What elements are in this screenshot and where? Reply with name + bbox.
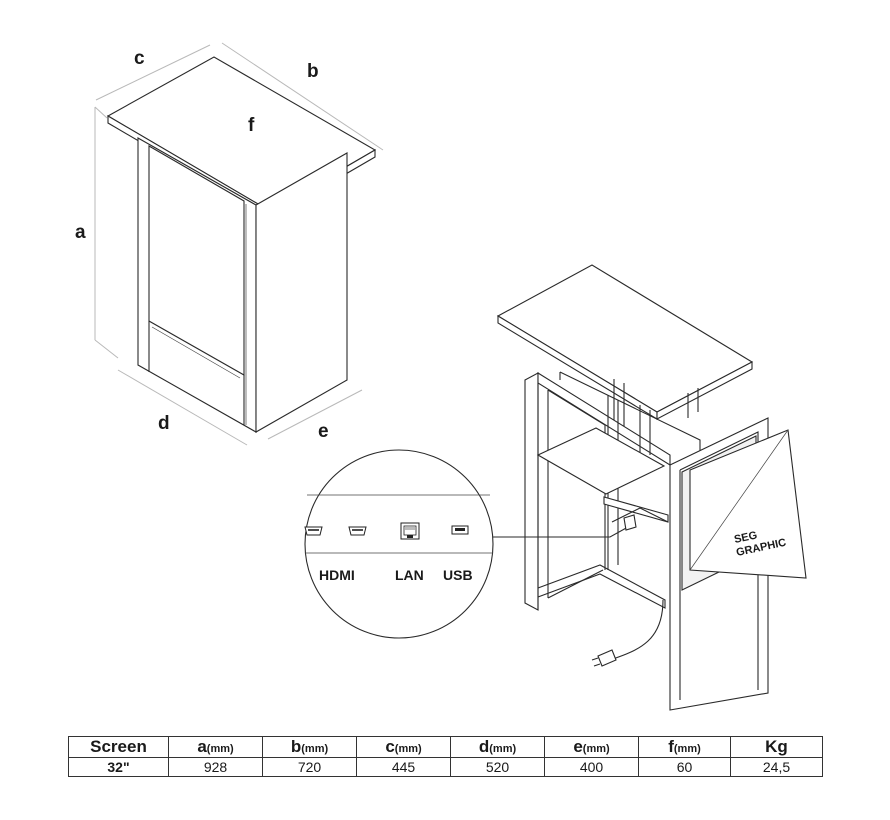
hdmi-port-icon [304,526,323,536]
spec-header-cell: a(mm) [168,736,263,758]
spec-header-unit: (mm) [206,743,234,755]
spec-header-letter: a [197,737,207,756]
spec-header-letter: c [385,737,395,756]
spec-header-unit: (mm) [489,743,517,755]
spec-header-unit: (mm) [301,743,329,755]
spec-table-value-row: 32" 928 720 445 520 400 60 24,5 [68,757,823,777]
spec-value-e: 400 [544,757,639,777]
spec-value-d: 520 [450,757,545,777]
spec-header-letter: Kg [765,737,788,756]
dim-label-a: a [75,222,86,243]
spec-table: Screen a(mm) b(mm) c(mm) d(mm) e(mm) f(m… [68,736,823,777]
spec-header-letter: e [573,737,583,756]
spec-table-header-row: Screen a(mm) b(mm) c(mm) d(mm) e(mm) f(m… [68,736,823,758]
spec-value-c: 445 [356,757,451,777]
spec-header-cell: c(mm) [356,736,451,758]
spec-header-letter: d [478,737,490,756]
dim-label-d: d [158,413,170,434]
spec-header-cell: b(mm) [262,736,357,758]
dim-label-e: e [318,421,329,442]
spec-header-unit: (mm) [582,743,610,755]
spec-value-kg: 24,5 [730,757,823,777]
spec-value-f: 60 [638,757,731,777]
hdmi-port-icon [348,526,367,536]
spec-header-letter: Screen [90,737,147,756]
spec-header-cell: e(mm) [544,736,639,758]
port-label-lan: LAN [395,567,424,583]
lan-port-icon [400,522,420,540]
spec-header-unit: (mm) [673,743,701,755]
port-label-hdmi: HDMI [319,567,355,583]
connector-detail-callout: HDMI LAN USB [304,449,494,639]
spec-header-cell: f(mm) [638,736,731,758]
dim-label-c: c [134,48,145,69]
seg-label-line1: SEG [733,529,758,546]
spec-header-unit: (mm) [394,743,422,755]
spec-value-b: 720 [262,757,357,777]
spec-header-cell: Screen [68,736,169,758]
spec-value-screen: 32" [68,757,169,777]
port-label-usb: USB [443,567,473,583]
spec-header-letter: f [668,737,674,756]
usb-port-icon [451,525,469,535]
spec-value-a: 928 [168,757,263,777]
spec-header-letter: b [290,737,302,756]
spec-header-cell: Kg [730,736,823,758]
spec-header-cell: d(mm) [450,736,545,758]
dim-label-f: f [248,115,255,136]
exploded-kiosk-drawing [488,264,807,711]
dim-label-b: b [307,61,319,82]
assembled-kiosk-drawing [94,42,384,446]
